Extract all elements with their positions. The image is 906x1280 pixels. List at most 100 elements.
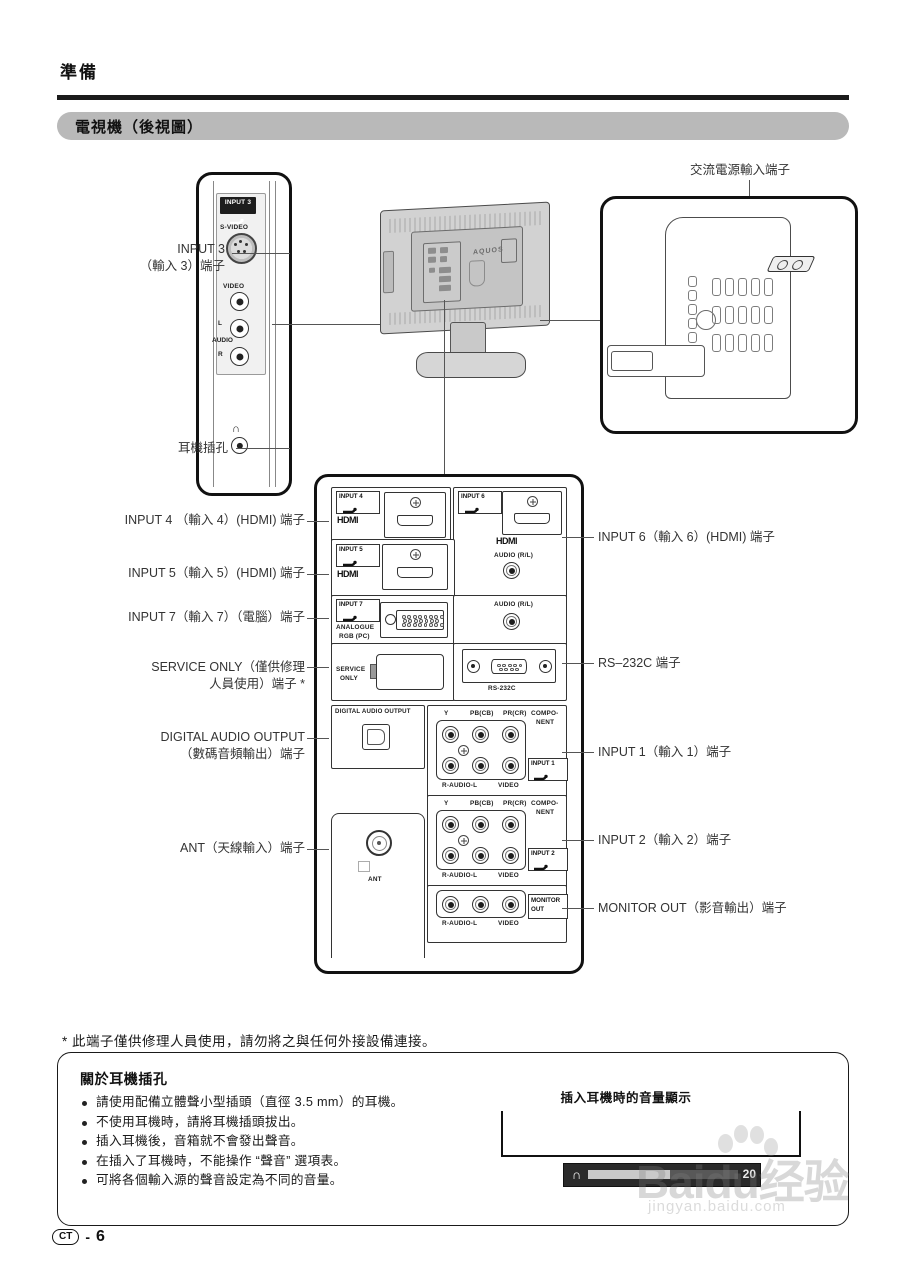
input3-tag: INPUT 3: [220, 197, 256, 214]
screw-icon: [458, 835, 469, 846]
callout-dao-line1: DIGITAL AUDIO OUTPUT: [160, 730, 305, 744]
panel-edge-line: [275, 181, 277, 487]
input1-audio-r-jack: [442, 757, 459, 774]
video-label: VIDEO: [498, 782, 519, 789]
section-title: 電視機（後視圖）: [75, 119, 204, 136]
tv-connector-block: [423, 241, 461, 304]
volume-bar: ∩ 20: [563, 1163, 761, 1187]
rs232c-group: RS-232C: [453, 643, 567, 701]
input6-audio-label: AUDIO (R/L): [494, 552, 534, 559]
input1-video-jack: [502, 757, 519, 774]
hdmi5-socket-frame: [382, 544, 448, 590]
y-label: Y: [444, 710, 449, 717]
callout-monitor-out: MONITOR OUT（影音輸出）端子: [598, 901, 787, 915]
pb-label: PB(CB): [470, 800, 494, 807]
hdmi-logo: HDMI: [337, 515, 359, 525]
service-only-group: SERVICE ONLY: [331, 643, 455, 701]
pb-label: PB(CB): [470, 710, 494, 717]
monitor-out-label-2: OUT: [531, 906, 545, 913]
optical-output-jack: [362, 724, 390, 750]
headphone-jack: [231, 437, 248, 454]
rs232c-screw-right: [539, 660, 552, 673]
input2-tag: INPUT 2: [528, 848, 568, 871]
plug-icon: [229, 212, 245, 225]
input4-group: INPUT 4 HDMI: [331, 487, 451, 545]
leader-line: [562, 840, 594, 842]
ant-jack: [366, 830, 392, 856]
input1-y-jack: [442, 726, 459, 743]
video-label: VIDEO: [498, 872, 519, 879]
input1-audio-l-jack: [472, 757, 489, 774]
leader-line: [307, 521, 329, 523]
leader-line: [307, 618, 329, 620]
input4-tag: INPUT 4: [336, 491, 380, 514]
input2-audio-l-jack: [472, 847, 489, 864]
analogue-label-2: RGB (PC): [339, 633, 370, 640]
r-audio-l-label: R-AUDIO-L: [442, 920, 478, 927]
monitor-out-label-1: MONITOR: [531, 897, 561, 904]
headphone-icon: ∩: [232, 423, 240, 435]
leader-line: [272, 324, 394, 326]
input1-tag: INPUT 1: [528, 758, 568, 781]
component-label-1: COMPO-: [531, 710, 559, 717]
callout-rs232c: RS–232C 端子: [598, 656, 681, 670]
section-header-pill: 電視機（後視圖）: [57, 112, 849, 140]
input5-group: INPUT 5 HDMI: [331, 539, 455, 601]
component-label-1: COMPO-: [531, 800, 559, 807]
input7-audio-label: AUDIO (R/L): [494, 601, 534, 608]
ac-power-socket: [766, 256, 816, 272]
input2-group: Y PB(CB) PR(CR) COMPO- NENT R-AUDIO-L VI…: [427, 795, 568, 889]
video-label: VIDEO: [223, 283, 245, 290]
hdmi4-socket-frame: [384, 492, 446, 538]
page-number: 6: [96, 1228, 105, 1245]
y-label: Y: [444, 800, 449, 807]
tv-rear-illustration: AQUOS: [376, 200, 556, 380]
side-panel-illustration: INPUT 3 S-VIDEO VIDEO L AUDIO R ∩: [196, 172, 292, 496]
header-rule: [57, 95, 849, 100]
callout-digital-audio-output: DIGITAL AUDIO OUTPUT （數碼音頻輸出）端子: [55, 729, 305, 763]
plug-icon: [533, 858, 549, 871]
leader-line: [236, 448, 290, 450]
callout-input7: INPUT 7（輸入 7）（電腦）端子: [128, 610, 305, 624]
leader-line: [562, 663, 594, 665]
leader-line: [562, 752, 594, 754]
digital-audio-output-label: DIGITAL AUDIO OUTPUT: [335, 708, 411, 715]
rs232c-socket-frame: [462, 649, 556, 683]
list-item: 可將各個輸入源的聲音設定為不同的音量。: [80, 1171, 404, 1191]
r-audio-l-label: R-AUDIO-L: [442, 872, 478, 879]
vga-screw-left: [385, 614, 396, 625]
audio-label: AUDIO: [212, 337, 233, 344]
svideo-jack: [226, 233, 257, 264]
input7-audio-group: AUDIO (R/L): [453, 595, 567, 649]
plug-icon: [342, 501, 358, 514]
input6-group: INPUT 6 HDMI AUDIO (R/L): [453, 487, 567, 601]
ac-inset-illustration: [600, 196, 858, 434]
screw-icon: [458, 745, 469, 756]
vent-group: [712, 334, 773, 352]
tv-body: AQUOS: [380, 201, 550, 335]
headphone-icon: ∩: [571, 1167, 582, 1182]
input1-pb-jack: [472, 726, 489, 743]
input6-tag: INPUT 6: [458, 491, 502, 514]
component-label-2: NENT: [536, 809, 555, 816]
tv-stand: [416, 352, 526, 378]
footer-dash: -: [85, 1229, 91, 1245]
chapter-title: 準備: [60, 63, 98, 82]
vent-group: [712, 306, 773, 324]
page-footer: CT - 6: [52, 1228, 105, 1246]
leader-line: [307, 574, 329, 576]
volume-display-title: 插入耳機時的音量顯示: [560, 1091, 692, 1105]
screw-icon: [527, 496, 538, 507]
list-item: 請使用配備立體聲小型插頭（直徑 3.5 mm）的耳機。: [80, 1093, 404, 1113]
audio-l-label: L: [218, 320, 223, 327]
plug-icon: [533, 768, 549, 781]
monitor-audio-r-jack: [442, 896, 459, 913]
volume-osd-illustration: ∩ 20: [501, 1111, 825, 1207]
rs232c-label: RS-232C: [488, 685, 516, 692]
callout-input1: INPUT 1（輸入 1）端子: [598, 745, 732, 759]
volume-fill: [588, 1170, 670, 1179]
screw-icon: [410, 497, 421, 508]
footnote-text: * 此端子僅供修理人員使用，請勿將之與任何外接設備連接。: [62, 1034, 437, 1049]
volume-track: [588, 1170, 738, 1179]
list-item: 在插入了耳機時，不能操作 “聲音” 選項表。: [80, 1152, 404, 1172]
